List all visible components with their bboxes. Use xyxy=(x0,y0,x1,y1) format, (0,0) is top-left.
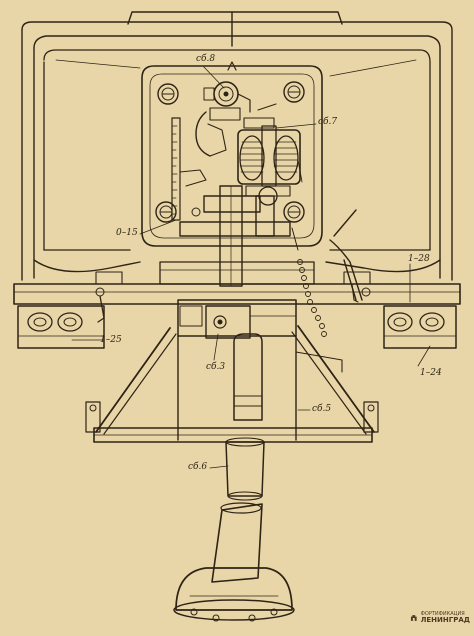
callout-1-24: 1–24 xyxy=(420,368,442,378)
lever-arm xyxy=(329,209,363,301)
callout-0-15: 0–15 xyxy=(116,228,138,238)
plate-bolt xyxy=(283,81,305,103)
mounting-plate xyxy=(141,61,323,247)
callout-sb8: сб.8 xyxy=(196,54,216,64)
carriage-block xyxy=(177,299,297,339)
central-shaft xyxy=(179,185,299,287)
cross-rail xyxy=(13,261,461,323)
watermark-top-text: ФОРТИФИКАЦИЯ xyxy=(420,611,465,617)
sight-assembly xyxy=(195,81,251,157)
plate-bolt xyxy=(155,201,177,223)
callout-sb5: сб.5 xyxy=(312,404,332,414)
callout-1-28: 1–28 xyxy=(408,254,430,264)
callout-1-25: 1–25 xyxy=(100,335,122,345)
callout-sb6: сб.6 xyxy=(188,462,208,472)
breech-mechanism xyxy=(237,103,303,206)
callout-sb7: сб.7 xyxy=(318,117,338,127)
watermark: ФОРТИФИКАЦИЯ ЛЕНИНГРАД xyxy=(410,607,470,629)
plate-bolt xyxy=(283,201,305,223)
right-track-box xyxy=(383,305,457,349)
base-frame xyxy=(85,401,379,443)
floor-base xyxy=(173,567,295,622)
plate-bolt xyxy=(157,83,179,105)
leader-lines xyxy=(71,65,431,469)
elevation-scale xyxy=(171,117,207,221)
hood-shield xyxy=(21,11,453,281)
tripod-legs xyxy=(95,325,375,441)
callout-sb3: сб.3 xyxy=(206,362,226,372)
left-track-box xyxy=(17,305,105,349)
chain xyxy=(297,259,327,337)
fort-emblem-icon xyxy=(410,615,417,621)
telescopic-post xyxy=(211,333,265,583)
inner-panel xyxy=(43,49,431,251)
watermark-bottom-text: ЛЕНИНГРАД xyxy=(420,616,470,624)
